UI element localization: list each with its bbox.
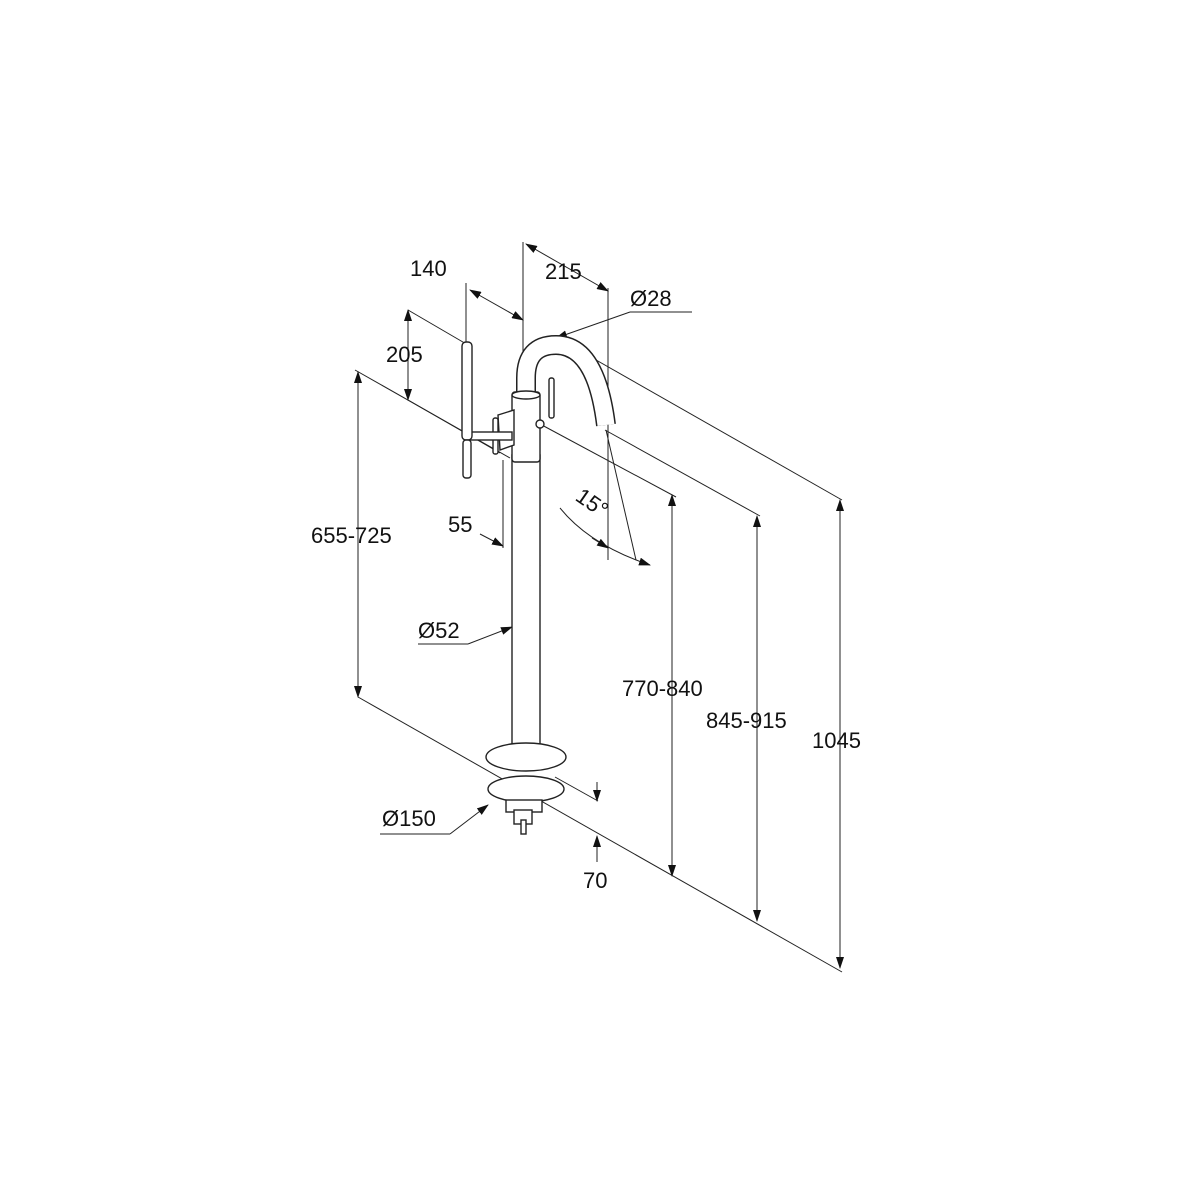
label-770-840: 770-840 (622, 676, 703, 701)
label-140: 140 (410, 256, 447, 281)
label-15-degrees: 15° (571, 483, 613, 523)
dimension-lines (354, 242, 844, 973)
dimension-labels: 140 215 Ø28 205 655-725 55 15° Ø52 770-8… (311, 256, 861, 893)
label-655-725: 655-725 (311, 523, 392, 548)
label-1045: 1045 (812, 728, 861, 753)
label-215: 215 (545, 259, 582, 284)
faucet-illustration (461, 334, 616, 835)
label-845-915: 845-915 (706, 708, 787, 733)
label-diameter-52: Ø52 (418, 618, 460, 643)
label-55: 55 (448, 512, 472, 537)
label-205: 205 (386, 342, 423, 367)
label-diameter-150: Ø150 (382, 806, 436, 831)
label-70: 70 (583, 868, 607, 893)
label-diameter-28: Ø28 (630, 286, 672, 311)
